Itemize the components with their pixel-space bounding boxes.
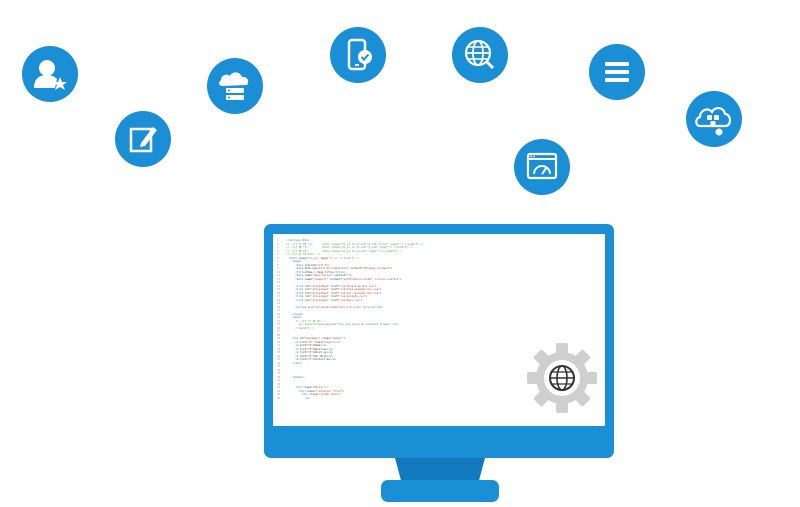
user-star-icon (22, 46, 78, 102)
globe-search-icon (452, 27, 508, 83)
cloud-server-icon (207, 58, 263, 114)
speed-gauge-icon (514, 139, 570, 195)
gear-globe-icon (527, 343, 597, 413)
hamburger-menu-icon (589, 44, 645, 100)
code-editor-text: 1<!doctype html> 2<!--[if lt IE 7]> <htm… (277, 239, 424, 400)
edit-document-icon (115, 111, 171, 167)
mobile-check-icon (330, 27, 386, 83)
social-cloud-icon (686, 91, 742, 147)
